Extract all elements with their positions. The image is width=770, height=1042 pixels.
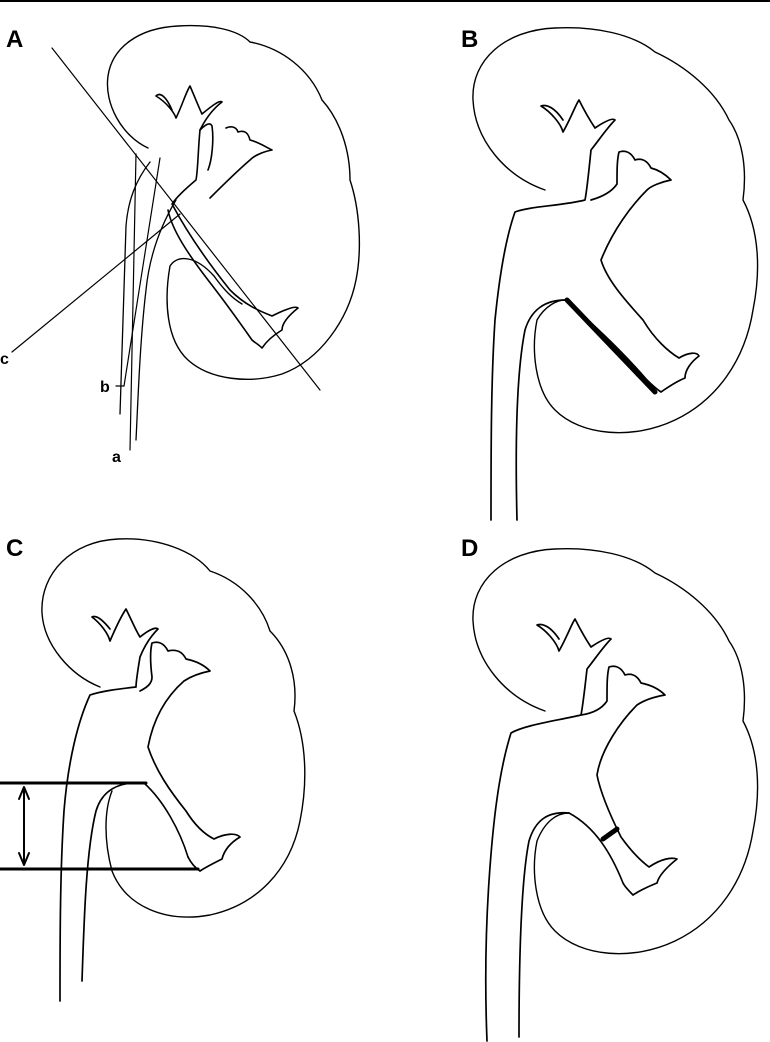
kidney-outline [107,26,359,380]
kidney-diagram-a [0,0,385,521]
panel-c: C [0,521,385,1042]
panel-a: A a b c [0,0,385,521]
renal-pelvis [156,86,298,348]
callout-b: b [100,380,110,396]
kidney-diagram-b [385,0,770,521]
renal-pelvis [491,100,615,520]
kidney-outline [473,549,758,954]
axis-line-c [12,214,180,352]
middle-calyx [210,127,272,198]
lower-infundibulum [144,783,188,857]
callout-a: a [112,450,121,466]
upper-calyx [200,124,213,170]
kidney-diagram-d [385,521,770,1042]
renal-pelvis [486,619,611,1041]
panel-b: B [385,0,770,521]
middle-calyx [591,151,699,392]
ureter-right-wall [519,813,569,1037]
ureter-right-wall [516,300,565,520]
kidney-outline [42,539,305,917]
measurement-bar-d [603,829,617,839]
panel-d: D [385,521,770,1042]
measurement-bar-b [567,300,655,392]
middle-calyx [140,642,240,871]
middle-calyx [581,666,677,895]
axis-line-diagonal [52,48,320,390]
ureter-right-wall [82,783,144,981]
kidney-diagram-c [0,521,385,1042]
renal-pelvis [60,609,158,1001]
callout-c: c [0,352,9,368]
ureter-right-wall [136,200,176,440]
axis-line-b [124,158,160,386]
